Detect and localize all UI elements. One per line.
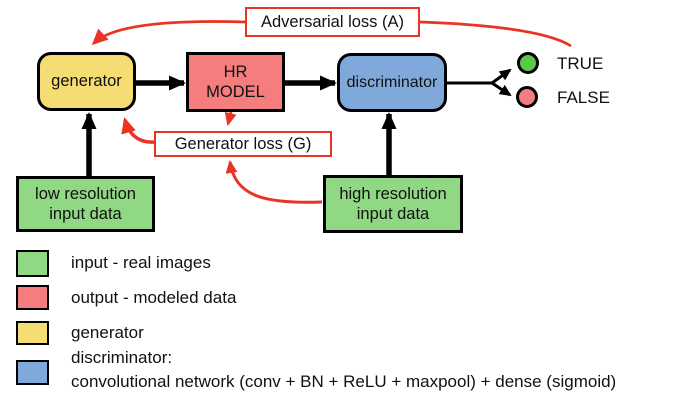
- legend-swatch-generator: [16, 321, 49, 345]
- legend-label-discriminator: discriminator: convolutional network (co…: [71, 348, 617, 391]
- arrow-hr-model-to-generator-loss: [224, 111, 237, 126]
- adversarial-loss-line-to-generator: [91, 20, 246, 46]
- arrow-output-true: [491, 68, 512, 85]
- arrow-output-false: [491, 81, 512, 97]
- legend-swatch-output: [16, 285, 49, 310]
- low-resolution-input-node: low resolution input data: [16, 176, 155, 232]
- legend-swatch-discriminator: [16, 360, 49, 385]
- adversarial-loss-line-from-output: [419, 20, 572, 48]
- false-output-label: FALSE: [557, 88, 610, 107]
- legend-label-output: output - modeled data: [71, 288, 237, 307]
- high-resolution-input-node: high resolution input data: [323, 175, 463, 233]
- false-output-circle: [516, 86, 538, 108]
- hr-model-node: HR MODEL: [186, 52, 285, 112]
- true-output-label: TRUE: [557, 54, 604, 73]
- adversarial-loss-label: Adversarial loss (A): [245, 7, 420, 37]
- arrow-generator-loss-to-generator: [121, 117, 155, 144]
- generator-node: generator: [37, 52, 136, 111]
- true-output-circle: [517, 52, 539, 74]
- discriminator-node: discriminator: [337, 53, 447, 112]
- legend-label-generator: generator: [71, 323, 144, 342]
- legend-label-input: input - real images: [71, 253, 211, 272]
- legend-swatch-input: [16, 250, 49, 277]
- arrow-highres-to-generator-loss: [225, 160, 323, 204]
- generator-loss-label: Generator loss (G): [154, 131, 332, 157]
